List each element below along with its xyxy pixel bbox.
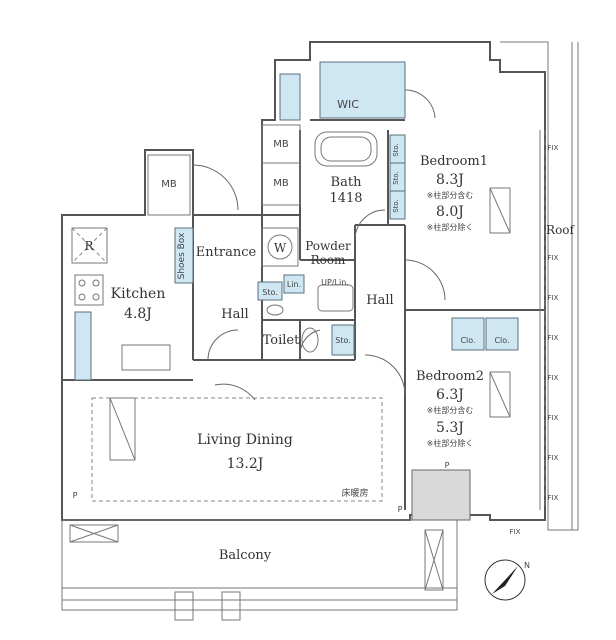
- sto2-label: Sto.: [392, 171, 400, 185]
- north-label: N: [524, 561, 530, 570]
- mb-label-left: MB: [161, 179, 177, 190]
- toilet-label: Toilet: [263, 333, 300, 348]
- floor-heating-label: 床暖房: [341, 487, 368, 499]
- mb-block-mid: [261, 162, 301, 206]
- p-label-2: P: [398, 505, 403, 514]
- bathtub-inner: [320, 136, 372, 162]
- sto-hall-box: [331, 324, 355, 356]
- kitchen-size-label: 4.8J: [124, 306, 152, 322]
- bedroom2-note2: ※柱部分除く: [427, 438, 474, 448]
- sto-toilet-label: Sto.: [262, 288, 278, 297]
- balcony-area: [61, 469, 471, 621]
- sto-box-3: [389, 190, 406, 220]
- sto-small-box: [257, 281, 283, 301]
- bedroom2-label: Bedroom2: [416, 369, 484, 384]
- fix-label-bottom: FIX: [510, 528, 521, 536]
- kitchen-counter-storage: [74, 311, 92, 381]
- fix-label-6: FIX: [548, 414, 559, 422]
- entrance-label: Entrance: [196, 245, 257, 260]
- stove: [74, 274, 104, 306]
- fix-label-3: FIX: [548, 294, 559, 302]
- bedroom2-size-label: 6.3J: [436, 387, 464, 403]
- fix-label-8: FIX: [548, 494, 559, 502]
- shoes-box: [174, 227, 194, 284]
- kitchen-label: Kitchen: [111, 286, 166, 302]
- doors: [192, 89, 446, 401]
- fix-label-4: FIX: [548, 334, 559, 342]
- powder-room-label-1: Powder: [305, 239, 351, 253]
- bedroom2-size2-label: 5.3J: [436, 420, 464, 436]
- p-label-3: P: [445, 461, 450, 470]
- balcony-label: Balcony: [219, 548, 272, 563]
- furniture-markers: [109, 187, 511, 461]
- clo-box-2: [485, 317, 519, 351]
- powder-sink: [317, 284, 354, 312]
- lin-box: [283, 274, 305, 294]
- north-arrow: [484, 559, 526, 601]
- bath-size-label: 1418: [329, 191, 362, 206]
- toilet-sink: [266, 304, 284, 316]
- clo2-label: Clo.: [494, 336, 509, 345]
- shoes-box-label: Shoes Box: [177, 232, 187, 279]
- roof-label: Roof: [546, 223, 575, 237]
- toilet-fixture: [301, 327, 319, 353]
- wic-storage: [319, 61, 406, 119]
- mb-label-mid: MB: [273, 178, 289, 189]
- hall-left-label: Hall: [221, 307, 248, 322]
- fix-label-2: FIX: [548, 254, 559, 262]
- bath-label: Bath: [331, 175, 363, 190]
- wic-label: WIC: [337, 98, 359, 111]
- fix-label-7: FIX: [548, 454, 559, 462]
- powder-room-label-2: Room: [311, 253, 346, 267]
- p-label-1: P: [73, 491, 78, 500]
- clo1-label: Clo.: [460, 336, 475, 345]
- refrigerator-label: R: [84, 239, 94, 253]
- living-dining-size-label: 13.2J: [227, 456, 264, 472]
- bedroom1-note2: ※柱部分除く: [427, 222, 474, 232]
- bedroom1-size2-label: 8.0J: [436, 204, 464, 220]
- bedroom1-label: Bedroom1: [420, 154, 488, 169]
- bathtub: [314, 131, 378, 167]
- living-dining-label: Living Dining: [197, 432, 293, 448]
- mb-block-left: [147, 154, 191, 216]
- sto3-label: Sto.: [392, 199, 400, 213]
- fix-label-5: FIX: [548, 374, 559, 382]
- uplin-label: UP/Lin.: [321, 278, 349, 287]
- mb-label-top: MB: [273, 139, 289, 150]
- sto1-label: Sto.: [392, 143, 400, 157]
- bedroom1-size-label: 8.3J: [436, 172, 464, 188]
- refrigerator: [71, 227, 108, 264]
- washer-label: W: [274, 241, 287, 255]
- bedroom1-note1: ※柱部分含む: [427, 190, 474, 200]
- fix-label-1: FIX: [548, 144, 559, 152]
- washer-space: [261, 227, 299, 267]
- sto-hall-label: Sto.: [335, 336, 351, 345]
- kitchen-sink: [121, 344, 171, 371]
- right-windows: [539, 130, 546, 510]
- hall-right-label: Hall: [366, 293, 393, 308]
- wic-shelf: [279, 73, 301, 121]
- bedroom2-note1: ※柱部分含む: [427, 405, 474, 415]
- lin-label: Lin.: [287, 280, 301, 289]
- clo-box-1: [451, 317, 485, 351]
